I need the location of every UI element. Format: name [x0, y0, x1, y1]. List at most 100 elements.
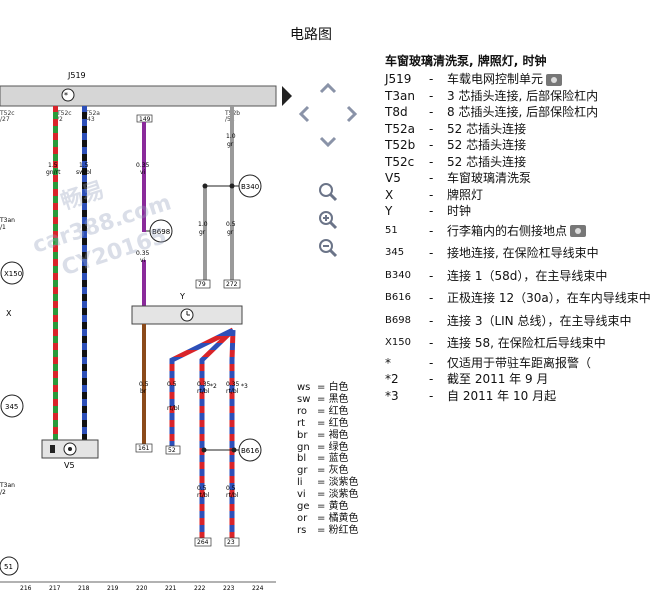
footnote-mark: *3	[241, 383, 248, 390]
legend-row: Y -时钟	[385, 203, 601, 220]
color-legend-row: gn= 绿色	[297, 441, 349, 453]
zoom-out-icon[interactable]	[317, 237, 339, 259]
color-legend-row: vi= 淡紫色	[297, 489, 359, 501]
legend-desc-text: 截至 2011 年 9 月	[447, 372, 549, 386]
bubble-b698	[149, 219, 173, 243]
color-name: 蓝色	[328, 453, 349, 465]
left-label: T3an	[0, 217, 15, 224]
bubble-x150	[0, 261, 24, 285]
legend-row: J519-车载电网控制单元	[385, 71, 601, 88]
legend-desc-text: 接地连接, 在保险杠导线束中	[447, 246, 599, 260]
color-legend-row: bl= 蓝色	[297, 453, 349, 465]
color-legend-row: sw= 黑色	[297, 393, 349, 405]
ref-number: 272	[226, 281, 238, 288]
legend-dash: -	[429, 72, 434, 86]
legend-desc: 正极连接 12（30a），在车内导线束中	[447, 287, 651, 310]
zoom-reset-icon[interactable]	[317, 181, 339, 203]
legend-desc-text: 时钟	[447, 204, 472, 218]
wire-gn-rt	[53, 106, 58, 440]
wire-gauge-label: 0.5	[139, 381, 149, 388]
wire-gr-left	[203, 186, 207, 280]
legend-code: T52a	[385, 121, 415, 136]
wire-gauge-label: 0.5	[226, 221, 236, 228]
wire-color-label: gn/rt	[46, 169, 61, 176]
connector-label: T52c	[56, 110, 72, 117]
legend-code: Y	[385, 204, 393, 218]
legend-dash: -	[429, 204, 434, 218]
wire-gauge-label: 0.35	[136, 250, 150, 257]
wire-gr	[230, 106, 234, 186]
wire-color-label: vi	[140, 169, 146, 176]
column-number: 223	[223, 585, 235, 590]
legend-dash: -	[429, 154, 434, 169]
column-number: 222	[194, 585, 206, 590]
color-code: li	[297, 477, 303, 489]
left-label: T3an	[0, 482, 15, 489]
legend-row: *2 -截至 2011 年 9 月	[385, 371, 601, 388]
wire-color-label: sw/bl	[76, 169, 92, 176]
ref-box	[223, 279, 241, 289]
legend-desc-text: 连接 58, 在保险杠后导线束中	[447, 336, 606, 350]
ref-number: 264	[197, 539, 209, 546]
wire-gauge-label: 1.5	[48, 162, 58, 169]
legend-code: T52b	[385, 138, 416, 152]
legend-code: *2	[385, 372, 399, 386]
left-label: /2	[0, 489, 6, 496]
legend-desc-text: 52 芯插头连接	[447, 138, 527, 152]
wiring-diagram: J519 * T52c /27 T52c /2 T52a /43 149 T52…	[0, 71, 292, 590]
legend-desc: 接地连接, 在保险杠导线束中	[447, 242, 599, 265]
wire-gauge-label: 0.5	[167, 381, 177, 388]
wire-sw-bl	[82, 106, 87, 440]
legend-dash: -	[429, 121, 434, 136]
legend-row: B340-连接 1（58d），在主导线束中	[385, 265, 607, 288]
legend-code: 345	[385, 247, 405, 258]
wire-color-label: rt/bl	[226, 492, 239, 499]
connector-label: 149	[139, 116, 151, 123]
legend-dash: -	[429, 223, 434, 238]
legend-desc: 连接 3（LIN 总线），在主导线束中	[447, 310, 631, 333]
camera-icon[interactable]	[570, 225, 587, 237]
ground-symbol-icon	[61, 88, 75, 102]
color-name: 黑色	[328, 393, 349, 405]
color-name: 白色	[328, 382, 349, 393]
legend-row: V5-车窗玻璃清洗泵	[385, 170, 601, 187]
color-legend-row: ge= 黄色	[297, 501, 349, 513]
legend-dash: -	[429, 105, 434, 119]
pan-left-icon[interactable]	[296, 104, 312, 124]
color-name: 绿色	[328, 441, 349, 453]
column-number: 220	[136, 585, 148, 590]
legend-desc-text: 连接 1（58d），在主导线束中	[447, 268, 608, 283]
legend-row: B698-连接 3（LIN 总线），在主导线束中	[385, 310, 631, 333]
wire-gauge-label: 0.35	[197, 381, 211, 388]
ref-number: 23	[227, 539, 235, 546]
page-next-arrow-icon[interactable]	[282, 86, 292, 106]
wire-gauge-label: 1.5	[79, 162, 89, 169]
ref-box	[224, 537, 240, 547]
wire-gauge-label: 0.35	[226, 381, 240, 388]
connector-label: /43	[85, 116, 95, 123]
footnote-mark: *2	[210, 383, 217, 390]
pan-up-icon[interactable]	[318, 80, 338, 96]
legend-desc: 车载电网控制单元	[447, 71, 563, 88]
wire-gauge-label: 0.5	[197, 485, 207, 492]
legend-desc: 仅适用于带驻车距离报警（	[447, 355, 591, 372]
color-code: bl	[297, 453, 307, 465]
legend-desc-text: 正极连接 12（30a），在车内导线束中	[447, 291, 651, 305]
bubble-label: B698	[152, 228, 170, 236]
color-code: ws	[297, 382, 311, 393]
legend-row: T52a-52 芯插头连接	[385, 121, 601, 138]
ground-star: *	[64, 91, 68, 100]
zoom-in-icon[interactable]	[317, 209, 339, 231]
column-number: 218	[78, 585, 90, 590]
bubble-label: B340	[241, 183, 259, 191]
legend-dash: -	[429, 372, 434, 386]
color-code: ge	[297, 501, 310, 513]
wire-rt-bl-2	[199, 328, 235, 538]
column-number: 219	[107, 585, 119, 590]
pan-down-icon[interactable]	[318, 134, 338, 150]
camera-icon[interactable]	[546, 73, 563, 86]
pan-right-icon[interactable]	[344, 104, 360, 124]
legend-row: X150-连接 58, 在保险杠后导线束中	[385, 332, 606, 355]
legend-desc: 52 芯插头连接	[447, 121, 526, 138]
legend-desc: 自 2011 年 10 月起	[447, 388, 556, 405]
